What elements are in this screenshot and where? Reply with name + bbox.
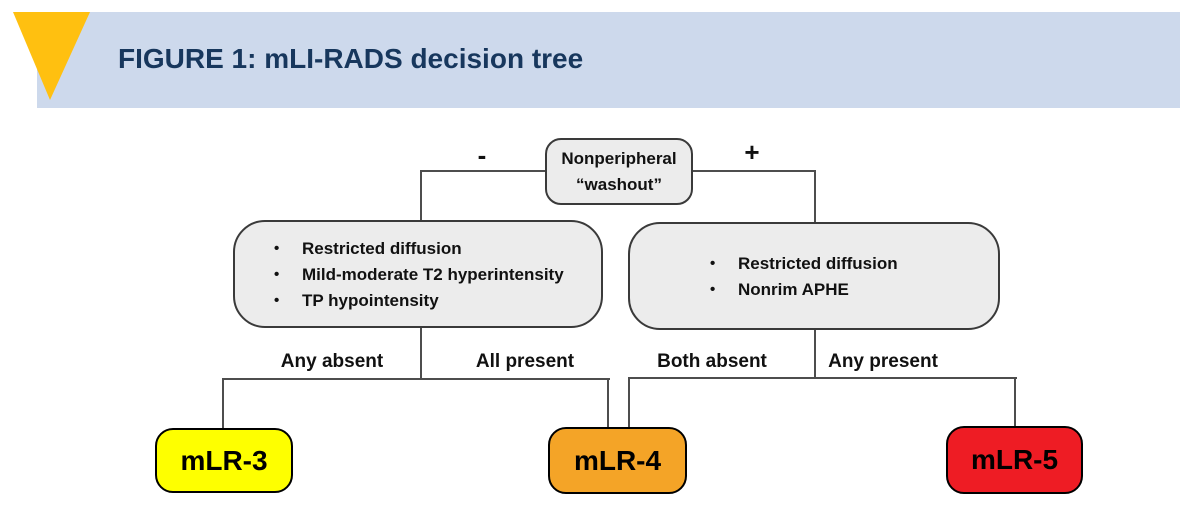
- connector-line: [814, 170, 816, 224]
- bullet-icon: •: [274, 265, 280, 283]
- criteria-text: Restricted diffusion: [738, 253, 898, 273]
- criteria-text: Nonrim APHE: [738, 279, 849, 299]
- branch-label-any-absent: Any absent: [280, 351, 384, 372]
- connector-line: [420, 326, 422, 380]
- header-band: [37, 12, 1180, 108]
- figure-title: FIGURE 1: mLI-RADS decision tree: [118, 43, 584, 74]
- criteria-item: • Mild-moderate T2 hyperintensity: [274, 261, 601, 287]
- outcome-label: mLR-4: [573, 444, 662, 476]
- criteria-item: • Nonrim APHE: [710, 276, 998, 302]
- connector-line: [814, 328, 816, 379]
- plus-label: +: [744, 137, 760, 167]
- criteria-item: • TP hypointensity: [274, 287, 601, 313]
- outcome-label: mLR-5: [970, 444, 1059, 475]
- criteria-item: • Restricted diffusion: [710, 250, 998, 276]
- minus-label: -: [477, 140, 487, 170]
- criteria-text: Restricted diffusion: [302, 238, 462, 258]
- triangle-shape: [13, 12, 90, 100]
- connector-line: [1014, 377, 1016, 428]
- outcome-label: mLR-3: [180, 444, 268, 476]
- connector-line: [420, 170, 422, 222]
- connector-line: [607, 378, 609, 429]
- node-text-line1: Nonperipheral: [561, 149, 677, 168]
- connector-line: [693, 170, 816, 172]
- branch-label-all-present: All present: [475, 351, 575, 372]
- bullet-icon: •: [710, 280, 716, 298]
- bullet-icon: •: [710, 254, 716, 272]
- bullet-icon: •: [274, 291, 280, 309]
- criteria-box-left: • Restricted diffusion • Mild-moderate T…: [233, 220, 603, 328]
- connector-line: [222, 378, 224, 430]
- criteria-box-right: • Restricted diffusion • Nonrim APHE: [628, 222, 1000, 330]
- outcome-box-mlr4: mLR-4: [548, 427, 687, 494]
- connector-line: [222, 378, 610, 380]
- connector-line: [628, 377, 1017, 379]
- branch-label-both-absent: Both absent: [657, 351, 767, 372]
- outcome-box-mlr5: mLR-5: [946, 426, 1083, 494]
- node-text-line2: “washout”: [576, 174, 662, 194]
- connector-line: [628, 377, 630, 429]
- bullet-icon: •: [274, 239, 280, 257]
- connector-line: [421, 170, 547, 172]
- criteria-item: • Restricted diffusion: [274, 235, 601, 261]
- criteria-text: Mild-moderate T2 hyperintensity: [302, 264, 564, 284]
- outcome-box-mlr3: mLR-3: [155, 428, 293, 493]
- decision-node-washout: Nonperipheral “washout”: [545, 138, 693, 205]
- criteria-text: TP hypointensity: [302, 290, 439, 310]
- yellow-triangle-icon: [13, 12, 90, 100]
- branch-label-any-present: Any present: [828, 351, 938, 372]
